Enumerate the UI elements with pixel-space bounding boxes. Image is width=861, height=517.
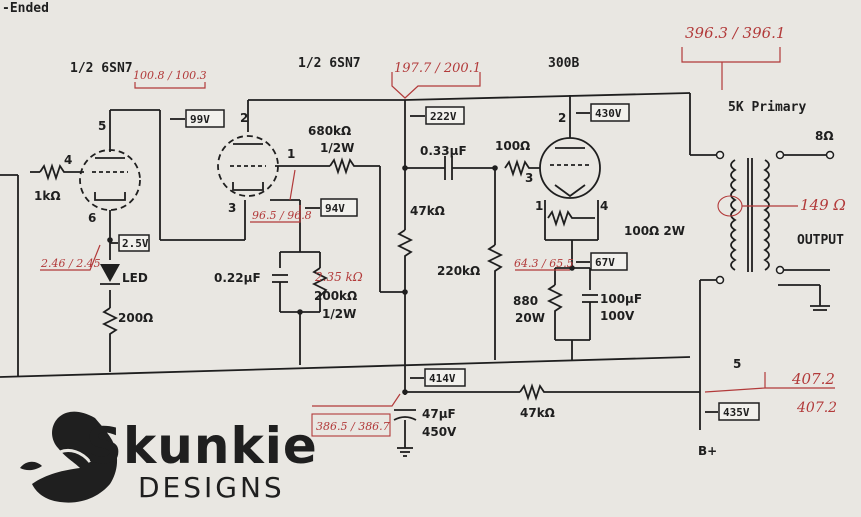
tube-label-v2: 1/2 6SN7 [298, 56, 361, 71]
svg-text:94V: 94V [325, 202, 345, 215]
label-c-100-volt: 100V [600, 309, 635, 323]
svg-text:96.5 / 96.8: 96.5 / 96.8 [252, 209, 312, 222]
tube-v2 [217, 135, 279, 197]
svg-text:99V: 99V [190, 113, 210, 126]
pin-number: 4 [64, 153, 72, 167]
label-led: LED [122, 271, 148, 285]
label-r-880: 880 [513, 294, 538, 308]
transformer-primary-label: 5K Primary [728, 100, 806, 115]
tube-300b [539, 137, 601, 199]
annotation-plate-v1: 100.8 / 100.3 [133, 69, 207, 89]
label-c-100: 100µF [600, 292, 642, 306]
svg-text:435V: 435V [723, 406, 750, 419]
annotation-transformer-primary: 396.3 / 396.1 [681, 24, 785, 90]
voltage-box-67v: 67V [576, 252, 628, 271]
voltage-box-222v: 222V [410, 106, 465, 125]
svg-text:197.7 / 200.1: 197.7 / 200.1 [394, 61, 481, 76]
title-fragment: -Ended [2, 1, 49, 16]
label-r-47k-a: 47kΩ [410, 204, 445, 218]
transformer-tap-label: 8Ω [815, 129, 834, 143]
voltage-box-430v: 430V [576, 103, 630, 122]
annotation-led: 2.46 / 2.45 [40, 244, 101, 271]
label-r-680k: 680kΩ [308, 124, 351, 138]
label-c-022: 0.22µF [214, 271, 261, 285]
logo-text: Skunkie [86, 417, 318, 475]
annotation-b-plus: 407.2 407.2 [704, 370, 837, 416]
label-r-200: 200Ω [118, 311, 153, 325]
pin-number: 1 [535, 199, 543, 213]
label-c-47: 47µF [422, 407, 456, 421]
svg-text:149 Ω: 149 Ω [800, 196, 846, 214]
annotation-r-200k: 2.35 kΩ [314, 270, 363, 284]
junctions [107, 165, 575, 395]
annotation-primary-resistance: 149 Ω [717, 195, 846, 217]
label-c-47-volt: 450V [422, 425, 457, 439]
logo-subtext: DESIGNS [138, 471, 285, 504]
svg-text:222V: 222V [430, 110, 457, 123]
wiring [0, 92, 830, 457]
pin-number: 4 [600, 199, 608, 213]
svg-text:100.8 / 100.3: 100.8 / 100.3 [133, 69, 207, 82]
tube-v1 [79, 149, 141, 211]
label-r-220k: 220kΩ [437, 264, 480, 278]
output-transformer [715, 150, 835, 285]
pin-number: 6 [88, 211, 96, 225]
annotation-plate-v2: 197.7 / 200.1 [391, 61, 481, 99]
pin-number: 5 [733, 357, 741, 371]
annotation-cathode-v2: 96.5 / 96.8 [250, 169, 312, 223]
pin-number: 3 [525, 171, 533, 185]
svg-text:67V: 67V [595, 256, 615, 269]
pin-number: 3 [228, 201, 236, 215]
annotation-cathode-300b: 64.3 / 65.5 [514, 257, 574, 271]
label-r-100: 100Ω [495, 139, 530, 153]
svg-text:430V: 430V [595, 107, 622, 120]
svg-text:64.3 / 65.5: 64.3 / 65.5 [514, 257, 574, 270]
voltage-box-435v: 435V [705, 402, 760, 421]
annotation-b-plus-cap: 386.5 / 386.7 [311, 393, 401, 437]
voltage-box-2-5v: 2.5V [110, 234, 150, 252]
voltage-box-99v: 99V [170, 109, 225, 128]
pin-number: 5 [98, 119, 106, 133]
svg-text:414V: 414V [429, 372, 456, 385]
supply-label: B+ [698, 444, 717, 458]
pin-number: 1 [287, 147, 295, 161]
tube-label-300b: 300B [548, 56, 579, 71]
label-r-200k: 200kΩ [314, 289, 357, 303]
svg-text:407.2: 407.2 [791, 370, 835, 388]
output-label: OUTPUT [797, 233, 844, 248]
svg-text:386.5 / 386.7: 386.5 / 386.7 [316, 420, 390, 433]
label-r-filament: 100Ω 2W [624, 224, 685, 238]
label-c-033: 0.33µF [420, 144, 467, 158]
pin-number: 2 [240, 111, 248, 125]
pin-number: 2 [558, 111, 566, 125]
label-r-47k-b: 47kΩ [520, 406, 555, 420]
label-r-grid: 1kΩ [34, 189, 61, 203]
svg-text:396.3 / 396.1: 396.3 / 396.1 [685, 24, 785, 42]
label-r-200k-watt: 1/2W [322, 307, 356, 321]
svg-text:2.46 / 2.45: 2.46 / 2.45 [40, 257, 101, 270]
led-symbol [100, 264, 120, 285]
voltage-box-414v: 414V [410, 368, 466, 387]
brand-logo: Skunkie DESIGNS [20, 411, 318, 504]
svg-text:407.2: 407.2 [796, 400, 837, 416]
skunk-icon [20, 411, 118, 503]
label-r-880-watt: 20W [515, 311, 545, 325]
svg-text:2.5V: 2.5V [122, 237, 149, 250]
tube-label-v1: 1/2 6SN7 [70, 61, 133, 76]
voltage-box-94v: 94V [305, 198, 358, 217]
label-r-680k-watt: 1/2W [320, 141, 354, 155]
